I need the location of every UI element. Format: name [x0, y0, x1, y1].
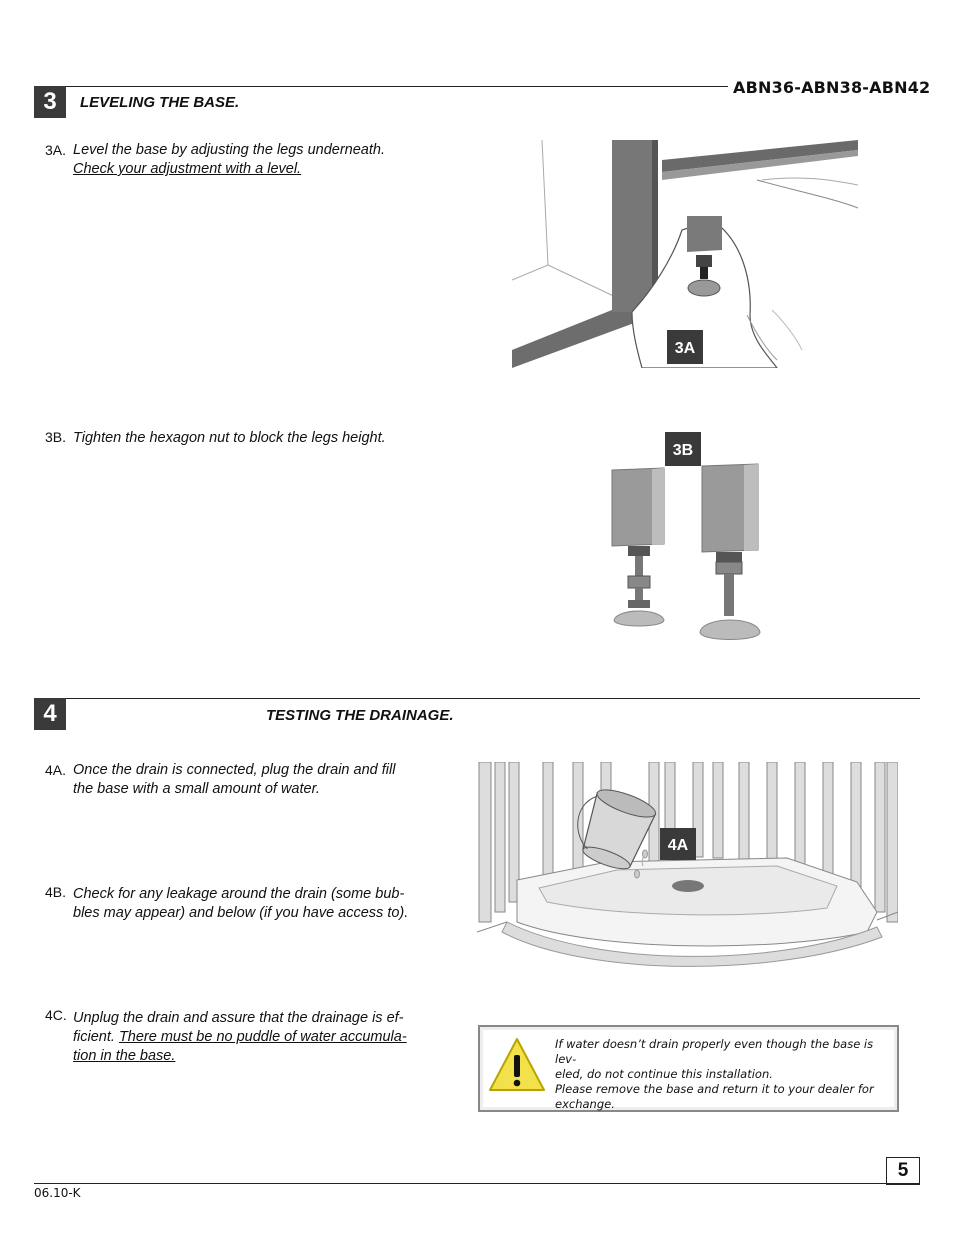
model-number: ABN36-ABN38-ABN42 — [733, 78, 931, 97]
step-3a-line2: Check your adjustment with a level. — [73, 161, 302, 177]
section3-title: LEVELING THE BASE. — [80, 94, 240, 111]
step-4a-line2: the base with a small amount of water. — [73, 781, 320, 797]
step-4a-line1: Once the drain is connected, plug the dr… — [73, 762, 396, 778]
step-3a-text: Level the base by adjusting the legs und… — [73, 141, 453, 179]
step-4c-line3: tion in the base. — [73, 1048, 176, 1064]
step-4c-line2-underlined: There must be no puddle of water accumul… — [118, 1029, 407, 1045]
figure-3a-tag: 3A — [675, 340, 696, 357]
step-4b-label: 4B. — [45, 884, 67, 900]
warning-triangle-icon — [489, 1038, 545, 1091]
figure-3b-hexagon-nut-legs: 3B — [611, 432, 761, 640]
section3-rule — [66, 86, 728, 87]
footer-rule — [34, 1183, 920, 1184]
step-3b-label: 3B. — [45, 429, 67, 445]
step-4b-text: Check for any leakage around the drain (… — [73, 885, 458, 923]
step-4c-line1: Unplug the drain and assure that the dra… — [73, 1010, 404, 1026]
step-4c-line2-plain: ficient. — [73, 1029, 119, 1045]
step-3a-line1: Level the base by adjusting the legs und… — [73, 142, 385, 158]
figure-4a-tag: 4A — [668, 837, 689, 854]
step-3b-line1: Tighten the hexagon nut to block the leg… — [73, 430, 386, 446]
step-4b-line1: Check for any leakage around the drain (… — [73, 886, 405, 902]
figure-4a-water-test: 4A — [477, 762, 898, 968]
step-4c-text: Unplug the drain and assure that the dra… — [73, 1009, 458, 1066]
step-4b-line2: bles may appear) and below (if you have … — [73, 905, 409, 921]
figure-3b-tag: 3B — [673, 442, 693, 459]
step-4c-label: 4C. — [45, 1007, 67, 1023]
section4-rule — [66, 698, 920, 699]
section4-number: 4 — [34, 698, 66, 730]
figure-3a-leveling-legs: 3A — [512, 140, 858, 368]
warning-line3: Please remove the base and return it to … — [555, 1082, 874, 1096]
warning-line4: exchange. — [555, 1097, 615, 1111]
warning-text: If water doesn’t drain properly even tho… — [555, 1037, 895, 1112]
section3-number: 3 — [34, 86, 66, 118]
warning-line2: eled, do not continue this installation. — [555, 1067, 773, 1081]
warning-line1: If water doesn’t drain properly even tho… — [555, 1037, 874, 1066]
step-4a-text: Once the drain is connected, plug the dr… — [73, 761, 458, 799]
step-4a-label: 4A. — [45, 762, 67, 778]
page-number: 5 — [886, 1157, 920, 1185]
warning-box: If water doesn’t drain properly even tho… — [478, 1025, 899, 1112]
document-code: 06.10-K — [34, 1186, 81, 1200]
section4-title: TESTING THE DRAINAGE. — [266, 707, 454, 724]
step-3a-label: 3A. — [45, 142, 67, 158]
step-4c-line2: ficient. There must be no puddle of wate… — [73, 1028, 458, 1047]
